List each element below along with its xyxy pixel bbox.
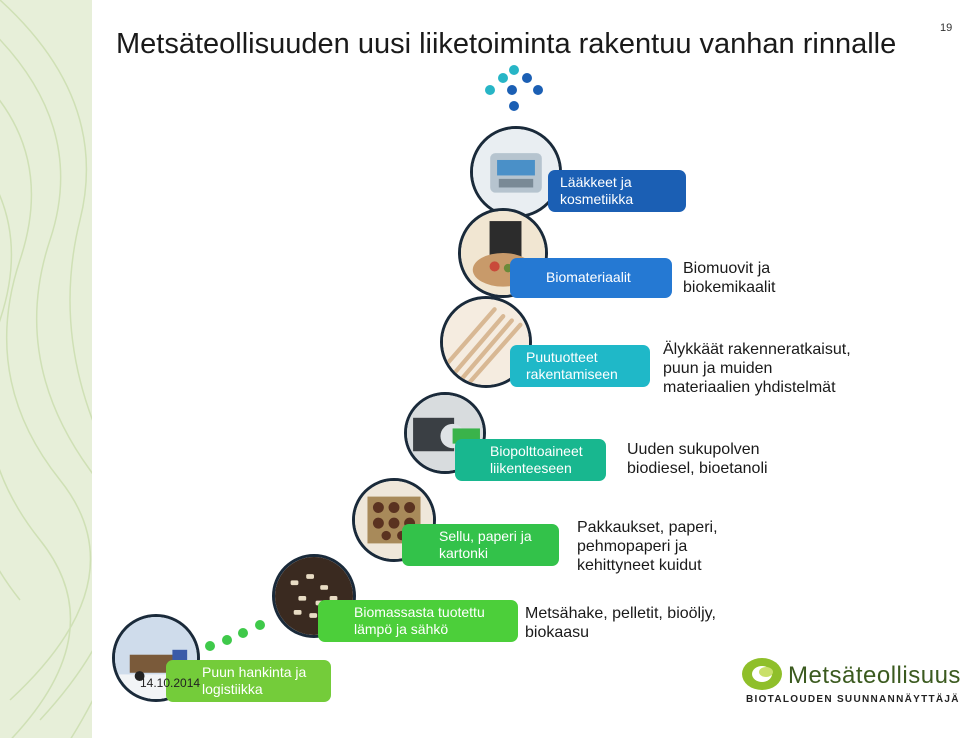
sidebar-pattern: [0, 0, 92, 738]
desc-bioenergy: Metsähake, pelletit, bioöljy,biokaasu: [525, 605, 716, 641]
logo-leaf-icon: [742, 658, 782, 690]
decorative-sidebar: [0, 0, 92, 738]
step-label-biomaterials: Biomateriaalit: [510, 258, 672, 298]
footer-date: 14.10.2014: [140, 676, 201, 690]
top-dot-cluster: [485, 65, 543, 111]
chocolate-box-image: [352, 478, 436, 562]
logo-tagline: BIOTALOUDEN SUUNNANNÄYTTÄJÄ: [746, 694, 960, 705]
logo-wordmark: Metsäteollisuus: [788, 662, 960, 689]
desc-wood-products: Älykkäät rakenneratkaisut,puun ja muiden…: [663, 341, 851, 396]
slide-title: Metsäteollisuuden uusi liiketoiminta rak…: [116, 28, 897, 60]
pharma-device-image: [470, 126, 562, 218]
page-number: 19: [940, 22, 953, 34]
metsateollisuus-logo: Metsäteollisuus BIOTALOUDEN SUUNNANNÄYTT…: [740, 654, 960, 710]
